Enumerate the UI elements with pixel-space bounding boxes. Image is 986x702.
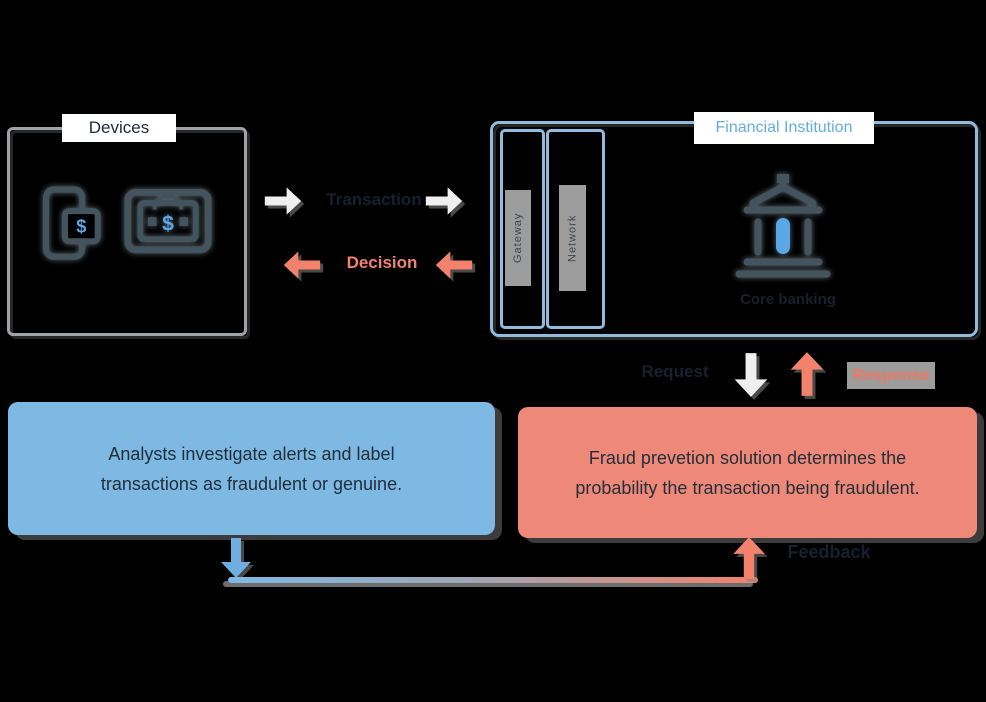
fraud-solution-box: Fraud prevetion solution determines the … xyxy=(518,407,977,538)
transaction-label: Transaction xyxy=(326,190,422,209)
devices-label-chip: Devices xyxy=(62,114,176,142)
fraud-solution-text: Fraud prevetion solution determines the … xyxy=(575,447,920,498)
feedback-label: Feedback xyxy=(787,542,871,562)
network-layer xyxy=(546,129,605,329)
pos-terminal-icon: $ xyxy=(124,186,212,258)
response-label-chip: Response xyxy=(847,362,935,389)
analyst-text: Analysts investigate alerts and label tr… xyxy=(100,443,403,494)
financial-institution-label: Financial Institution xyxy=(715,119,853,136)
smartphone-payment-icon: $ xyxy=(40,180,102,268)
dollar-glyph: $ xyxy=(162,213,174,236)
network-layer-label: Network xyxy=(559,185,586,291)
bank-label: Core banking xyxy=(740,291,836,308)
feedback-connector-line xyxy=(228,577,758,583)
devices-label: Devices xyxy=(88,118,150,137)
transaction-arrow-right-icon xyxy=(424,184,464,218)
gateway-layer-label: Gateway xyxy=(505,190,531,286)
request-label: Request xyxy=(641,362,709,381)
labels-arrow-down-icon xyxy=(215,536,257,580)
feedback-arrow-up-icon xyxy=(728,535,770,581)
response-arrow-up-icon xyxy=(788,350,826,398)
decision-label: Decision xyxy=(346,253,418,272)
dollar-glyph: $ xyxy=(76,217,86,237)
analyst-box: Analysts investigate alerts and label tr… xyxy=(8,402,495,535)
response-label: Response xyxy=(852,366,930,384)
request-arrow-down-icon xyxy=(732,351,770,399)
transaction-arrow-right-icon xyxy=(263,184,303,218)
gateway-layer xyxy=(500,129,545,329)
bank-icon xyxy=(733,172,833,284)
decision-arrow-left-icon xyxy=(282,249,322,281)
decision-arrow-left-icon xyxy=(434,249,474,281)
financial-institution-label-chip: Financial Institution xyxy=(694,112,874,144)
